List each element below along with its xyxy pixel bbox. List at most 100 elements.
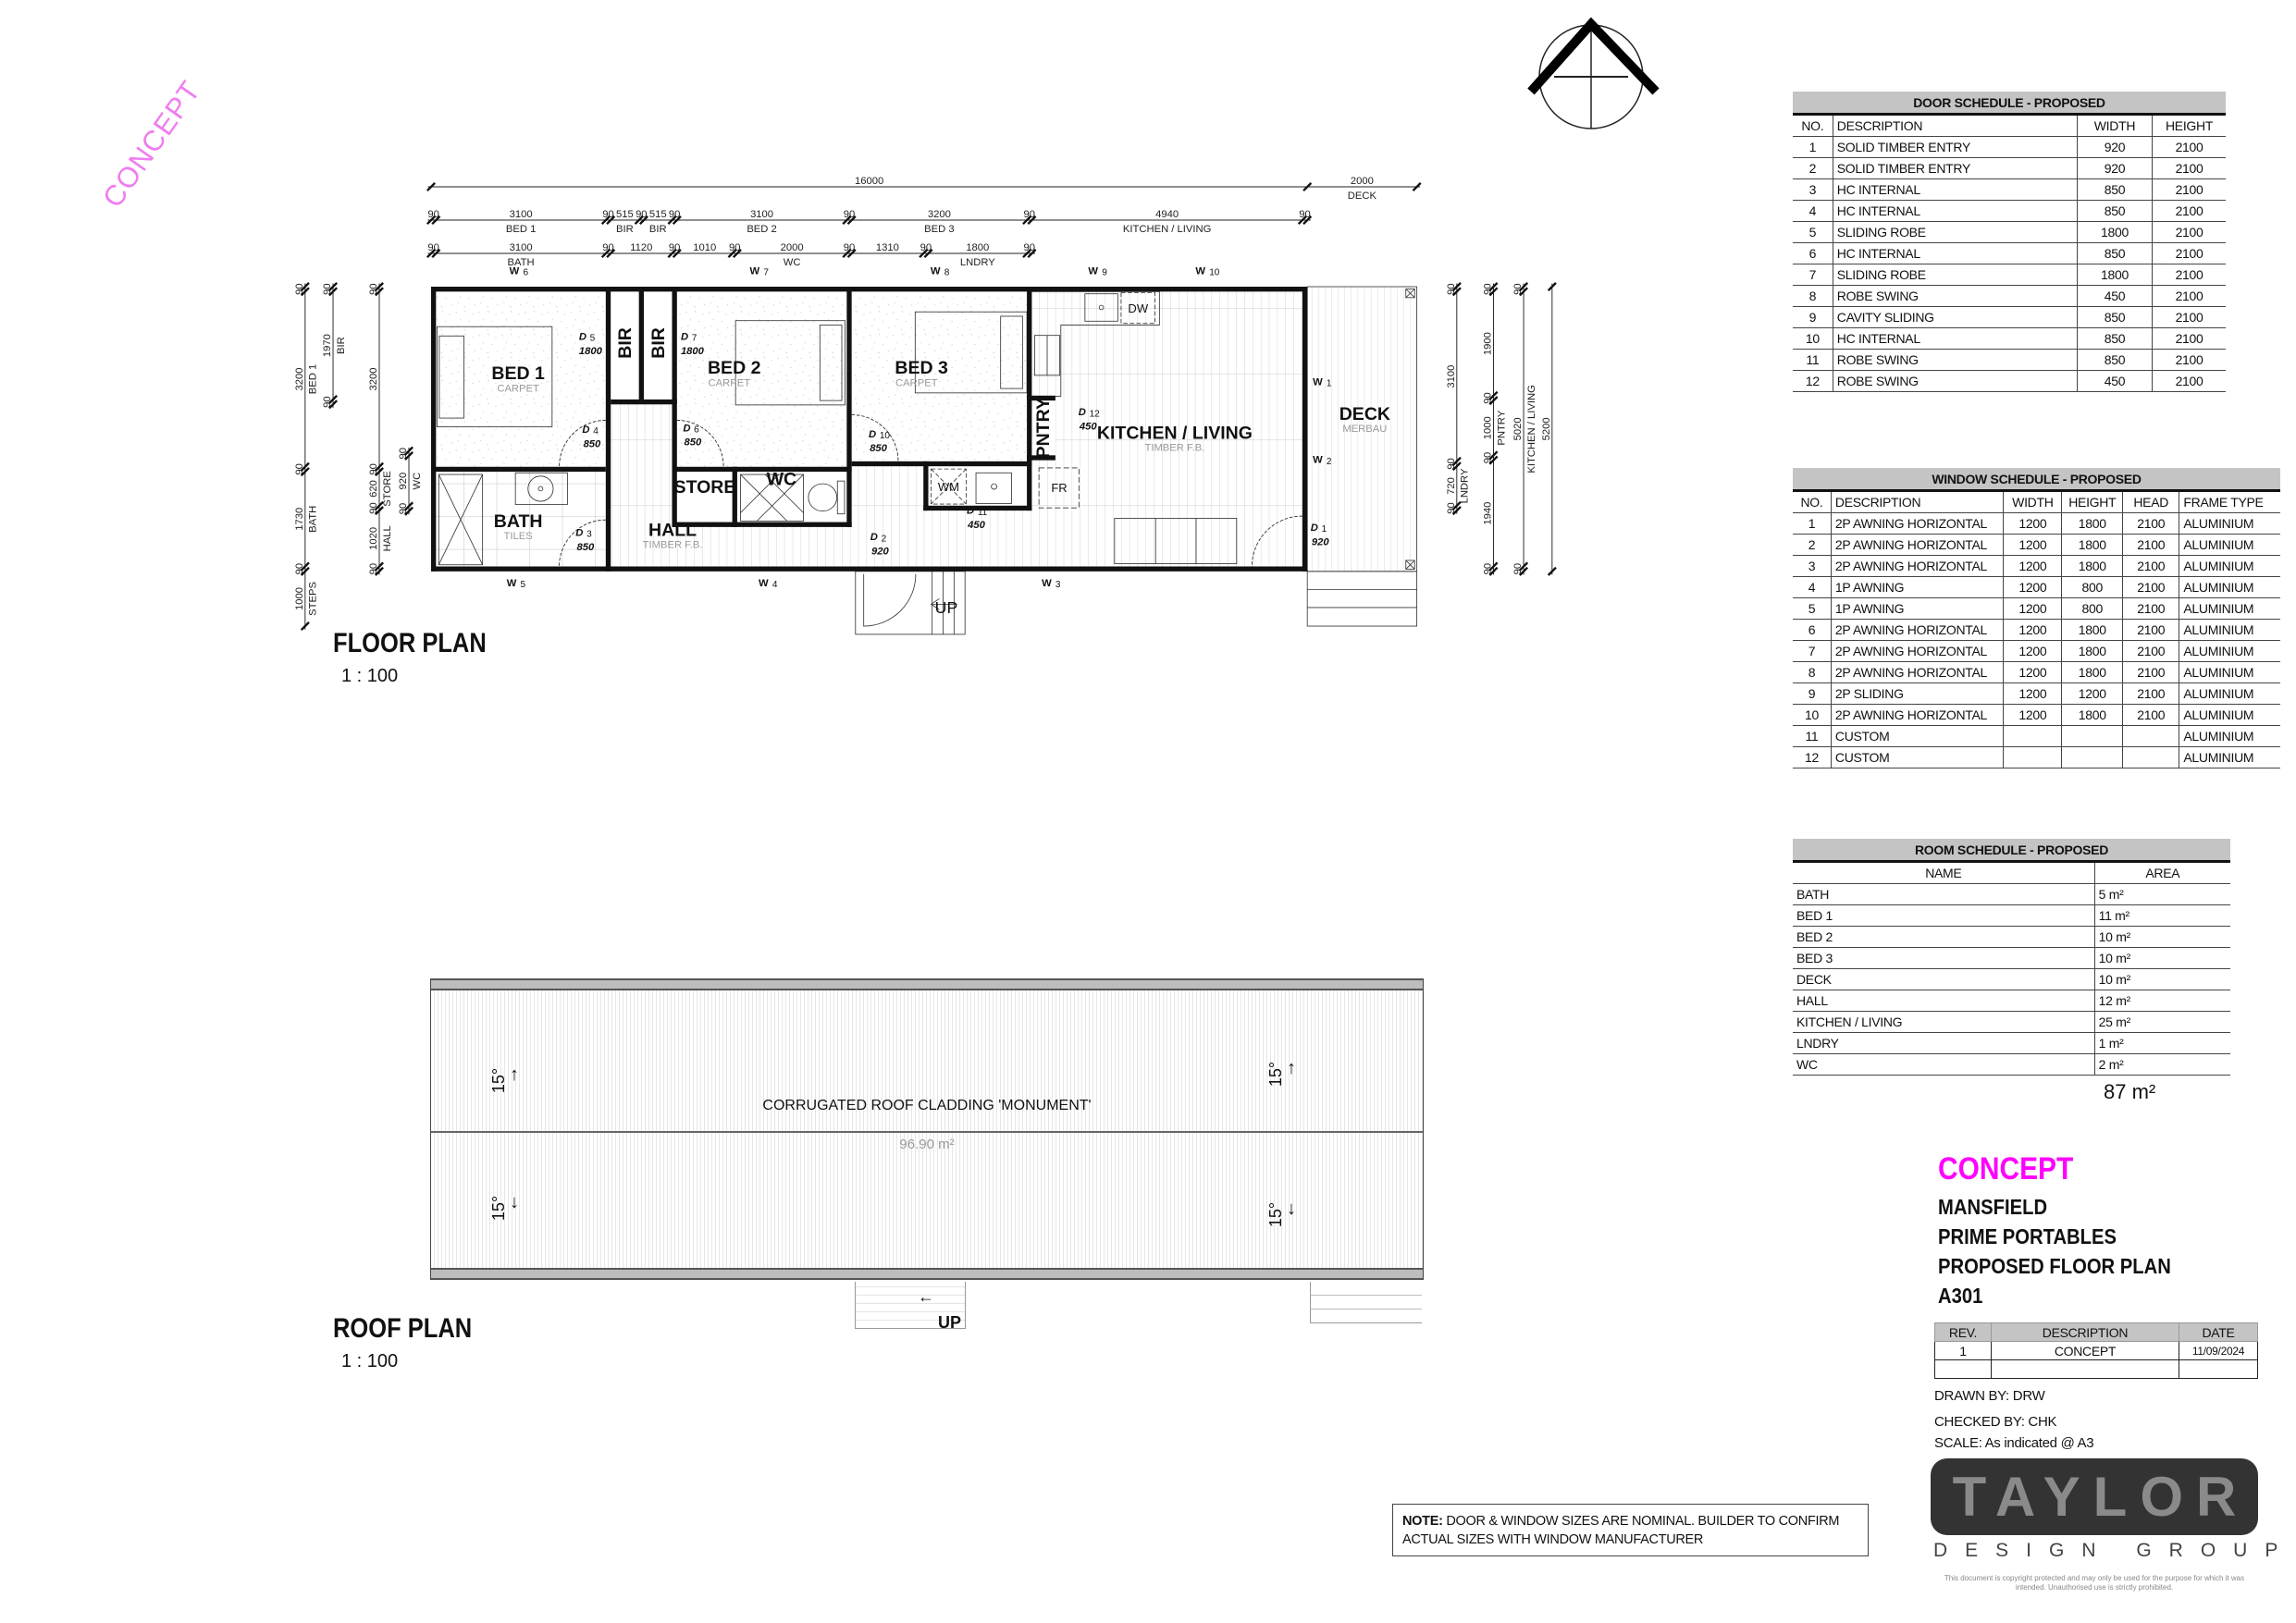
- door-swing-d6: [676, 420, 724, 467]
- table-cell: 1800: [2076, 264, 2153, 286]
- dimension-value: 1900: [1483, 332, 1494, 355]
- dimension-value: 1800: [966, 242, 989, 253]
- table-cell: ALUMINIUM: [2179, 512, 2280, 535]
- column-header: HEIGHT: [2061, 490, 2123, 513]
- room-schedule-total: 87 m²: [2104, 1080, 2156, 1103]
- svg-text:W: W: [510, 265, 520, 277]
- deck-post-icon: [1405, 288, 1415, 570]
- table-cell: 8: [1793, 285, 1833, 307]
- dimension-value: 1120: [630, 242, 652, 253]
- dimension-tick: [1488, 566, 1499, 576]
- dimension-tick: [404, 450, 414, 461]
- svg-text:7: 7: [763, 268, 769, 278]
- svg-text:D: D: [681, 331, 688, 342]
- logo-text: TAYLOR: [1952, 1466, 2250, 1528]
- fixture-label-dw: DW: [1128, 301, 1148, 315]
- dimension-value: 90: [294, 563, 305, 575]
- dimension-value: 90: [729, 242, 741, 253]
- dimension-value: 90: [636, 209, 648, 220]
- dimension-value: 3100: [750, 209, 773, 220]
- table-cell: 5: [1793, 221, 1833, 243]
- table-cell: 2100: [2152, 285, 2226, 307]
- schedule-title-row: ROOM SCHEDULE - PROPOSED: [1793, 839, 2230, 863]
- dimension-value: 90: [398, 503, 409, 515]
- dimension-tick: [375, 566, 384, 576]
- svg-text:D: D: [869, 429, 876, 440]
- dimension-tick: [375, 467, 384, 477]
- dimension-label: BIR: [336, 337, 347, 354]
- roof-steps-up-label: UP: [938, 1313, 962, 1332]
- table-cell: 1200: [2003, 576, 2062, 598]
- dimension-value: 90: [1483, 283, 1494, 295]
- dimension-tick: [426, 182, 436, 192]
- toilet-icon: [808, 480, 846, 515]
- dimension-tick: [404, 446, 414, 456]
- svg-text:D: D: [683, 423, 690, 434]
- dimension-value: 2000: [781, 242, 804, 253]
- table-cell: [2003, 746, 2062, 768]
- kitchen-sink-icon: [1084, 293, 1118, 322]
- svg-text:D: D: [1079, 407, 1086, 418]
- dimension-tick: [375, 461, 384, 472]
- dimension-value: 1020: [368, 527, 379, 550]
- dimension-tick: [1022, 249, 1032, 258]
- store-floor: [676, 472, 733, 523]
- svg-text:11: 11: [978, 508, 988, 518]
- room-finish-hall: TIMBER F.B.: [643, 539, 703, 550]
- dimension-tick: [300, 467, 310, 477]
- dimension-label: WC: [784, 257, 801, 268]
- table-cell: 9: [1793, 306, 1833, 328]
- table-cell: [2122, 746, 2179, 768]
- room-finish-bath: TILES: [504, 531, 533, 542]
- dimension-value: 515: [616, 209, 634, 220]
- dimension-value: 3200: [928, 209, 951, 220]
- table-cell: 2100: [2122, 640, 2179, 662]
- svg-text:D: D: [579, 331, 586, 342]
- door-swing-d4: [559, 420, 606, 467]
- svg-text:4: 4: [593, 426, 599, 436]
- table-cell: 1800: [2061, 640, 2123, 662]
- shower-icon: [438, 473, 484, 566]
- empty-cell: [1934, 1359, 1992, 1379]
- dimension-label: STORE: [382, 471, 393, 507]
- room-label-deck: DECK: [1339, 404, 1390, 424]
- table-cell: 10: [1793, 327, 1833, 350]
- table-cell: 2100: [2122, 682, 2179, 705]
- dimension-tick: [1451, 461, 1462, 472]
- table-cell: 7: [1793, 640, 1832, 662]
- dimension-label: BIR: [649, 224, 667, 235]
- logo-subtext: DESIGN GROUP: [1933, 1540, 2296, 1561]
- dimension-tick: [923, 249, 933, 258]
- dimension-tick: [1022, 215, 1032, 225]
- svg-text:W: W: [1042, 578, 1052, 589]
- table-cell: LNDRY: [1793, 1032, 2095, 1054]
- room-finish-bed3: CARPET: [895, 378, 938, 389]
- dimension-tick: [375, 287, 384, 297]
- dimension-tick: [431, 215, 441, 225]
- bed1-bed: [437, 326, 553, 427]
- dimension-label: PNTRY: [1496, 410, 1507, 445]
- table-cell: 12 m²: [2093, 990, 2230, 1012]
- room-label-store: STORE: [674, 477, 736, 498]
- room-label-bed1: BED 1: [491, 363, 545, 384]
- dimension-tick: [426, 249, 436, 258]
- svg-text:W: W: [1313, 455, 1323, 466]
- table-cell: 8: [1793, 661, 1832, 683]
- svg-text:850: 850: [584, 438, 601, 449]
- note-text: DOOR & WINDOW SIZES ARE NOMINAL. BUILDER…: [1402, 1514, 1840, 1547]
- dimension-value: 16000: [855, 176, 883, 187]
- table-cell: SLIDING ROBE: [1832, 221, 2078, 243]
- column-header: NAME: [1793, 861, 2095, 884]
- table-cell: 1800: [2061, 534, 2123, 556]
